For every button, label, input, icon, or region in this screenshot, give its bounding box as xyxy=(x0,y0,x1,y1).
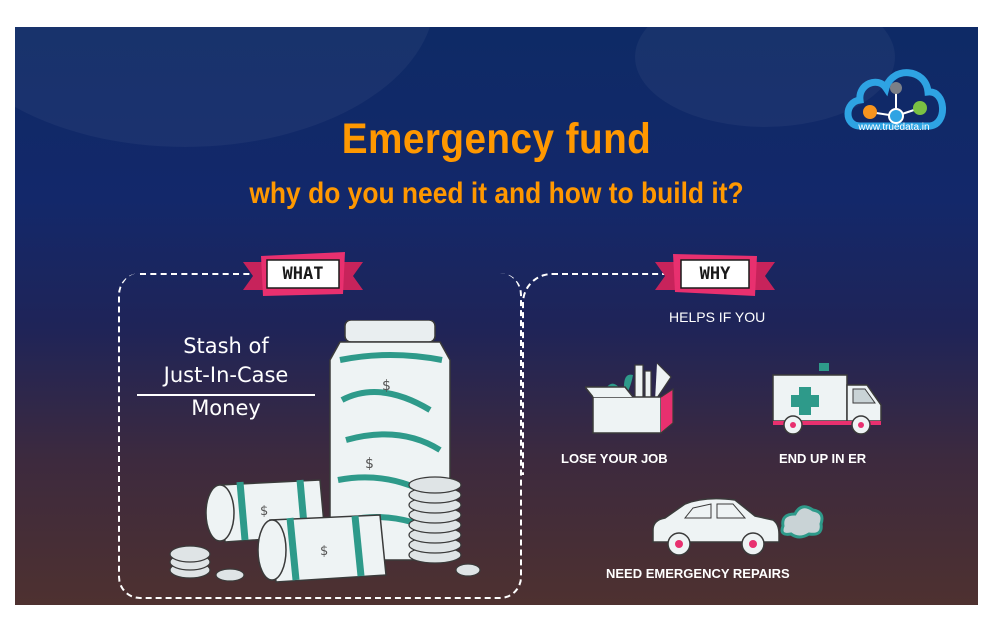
page-subtitle: why do you need it and how to build it? xyxy=(249,177,744,210)
ambulance-icon xyxy=(772,363,882,435)
svg-text:$: $ xyxy=(320,544,328,559)
what-dashed-frame xyxy=(118,273,522,599)
why-heading: HELPS IF YOU xyxy=(669,309,766,325)
why-item-repairs: NEED EMERGENCY REPAIRS xyxy=(606,566,790,581)
svg-text:$: $ xyxy=(260,504,268,519)
box-plant-icon xyxy=(585,362,674,434)
what-ribbon: WHAT xyxy=(243,250,363,300)
ribbon-shape-icon xyxy=(655,254,775,296)
money-jar-icon: $ $ $ $ xyxy=(169,320,481,583)
what-dashed-top xyxy=(140,273,270,275)
truedata-logo-icon xyxy=(844,69,946,130)
why-dashed-frame xyxy=(522,273,724,475)
stash-line-3: Money xyxy=(191,396,261,420)
svg-text:$: $ xyxy=(382,378,391,394)
infographic-poster: www.truedata.in Emergency fund why do yo… xyxy=(15,27,978,605)
why-item-lose-job: LOSE YOUR JOB xyxy=(561,451,668,466)
why-item-er: END UP IN ER xyxy=(779,451,867,466)
svg-text:$: $ xyxy=(365,456,374,472)
page-title: Emergency fund xyxy=(341,115,652,163)
why-tag: WHY xyxy=(699,264,731,284)
stash-line-2: Just-In-Case xyxy=(163,363,289,387)
car-smoke-icon xyxy=(652,497,824,556)
what-description: Stash of Just-In-Case Money xyxy=(137,332,315,423)
logo-url: www.truedata.in xyxy=(858,122,930,133)
stash-line-1: Stash of xyxy=(183,334,269,358)
what-tag: WHAT xyxy=(282,264,324,284)
ribbon-shape-icon xyxy=(243,252,363,296)
why-ribbon: WHY xyxy=(655,250,775,300)
fraction-divider xyxy=(137,394,315,396)
